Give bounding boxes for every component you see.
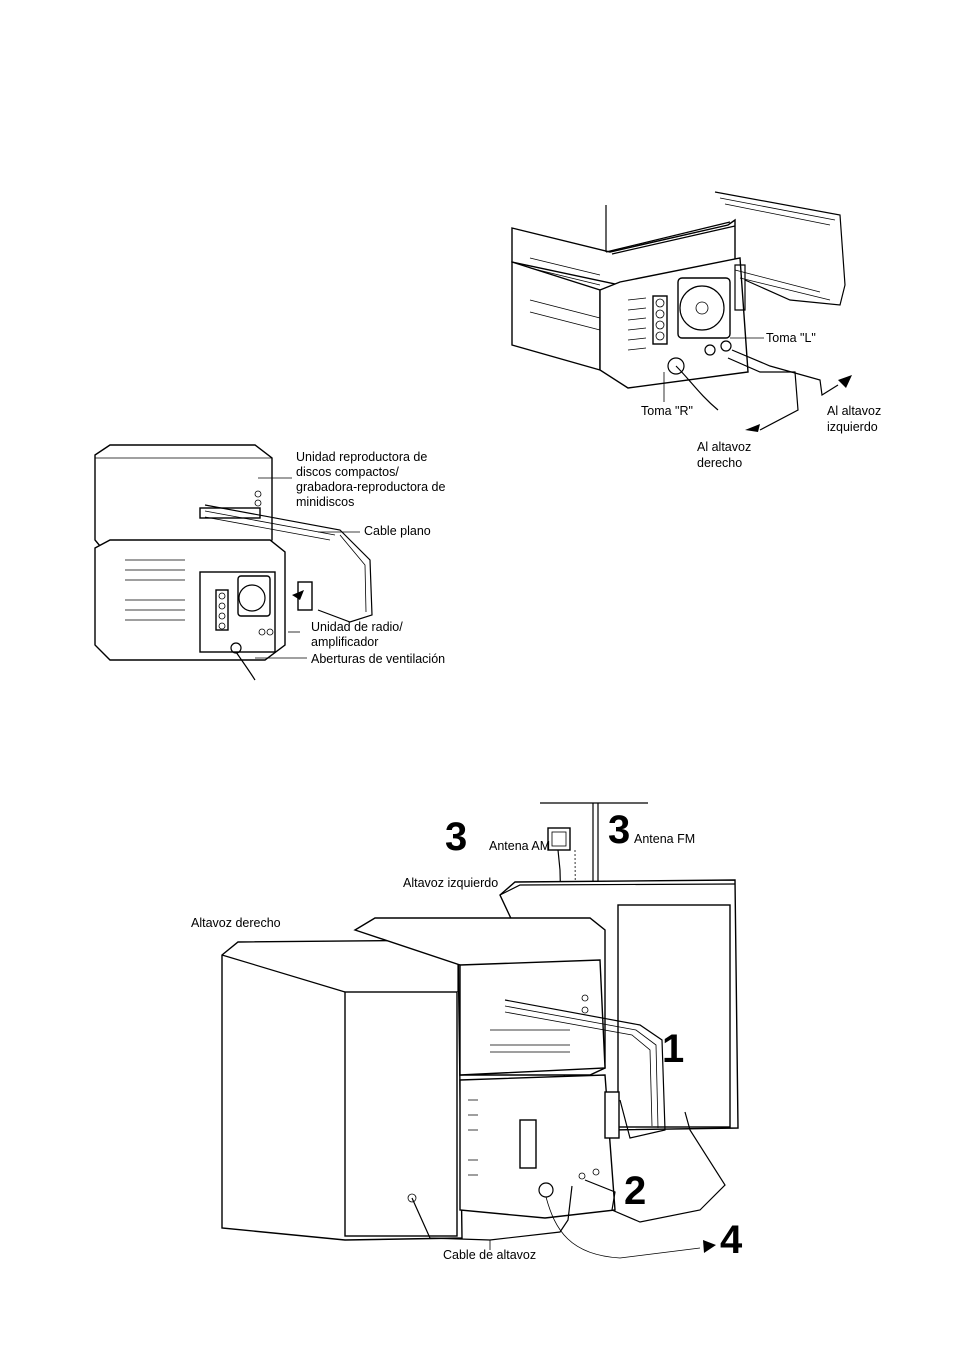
label-vents: Aberturas de ventilación [311,652,445,666]
step-4: 4 [720,1218,743,1262]
label-right-speaker-line2: derecho [697,456,742,470]
label-cd-unit-line3: grabadora-reproductora de [296,480,445,494]
step-am-number: 3 [445,815,467,859]
label-cd-unit-line4: minidiscos [296,495,354,509]
label-toma-l: Toma "L" [766,331,816,345]
label-radio-unit-line1: Unidad de radio/ [311,620,403,634]
label-toma-r: Toma "R" [641,404,693,418]
diagram-top-right: Toma "L" Toma "R" Al altavoz izquierdo A… [512,192,881,470]
label-flat-cable: Cable plano [364,524,431,538]
diagram-bottom: 3 Antena AM 3 Antena FM Altavoz izquierd… [191,803,743,1262]
unit-rear-closeup [512,205,852,432]
step-fm-number: 3 [608,808,630,852]
speaker-right [222,940,462,1240]
label-left-speaker: Altavoz izquierdo [403,876,498,890]
label-cd-unit-line1: Unidad reproductora de [296,450,427,464]
label-left-speaker-line2: izquierdo [827,420,878,434]
cooling-fan [678,278,730,338]
radio-amp-unit [95,540,312,660]
step-1: 1 [662,1027,684,1071]
label-radio-unit-line2: amplificador [311,635,378,649]
label-fm-antenna: Antena FM [634,832,695,846]
label-right-speaker: Altavoz derecho [191,916,281,930]
label-speaker-cable: Cable de altavoz [443,1248,536,1262]
label-right-speaker-line1: Al altavoz [697,440,751,454]
diagram-middle-left: Unidad reproductora de discos compactos/… [95,445,445,680]
speaker-terminals [653,296,667,344]
label-cd-unit-line2: discos compactos/ [296,465,399,479]
step-2: 2 [624,1169,646,1213]
label-left-speaker-line1: Al altavoz [827,404,881,418]
label-am-antenna: Antena AM [489,839,550,853]
